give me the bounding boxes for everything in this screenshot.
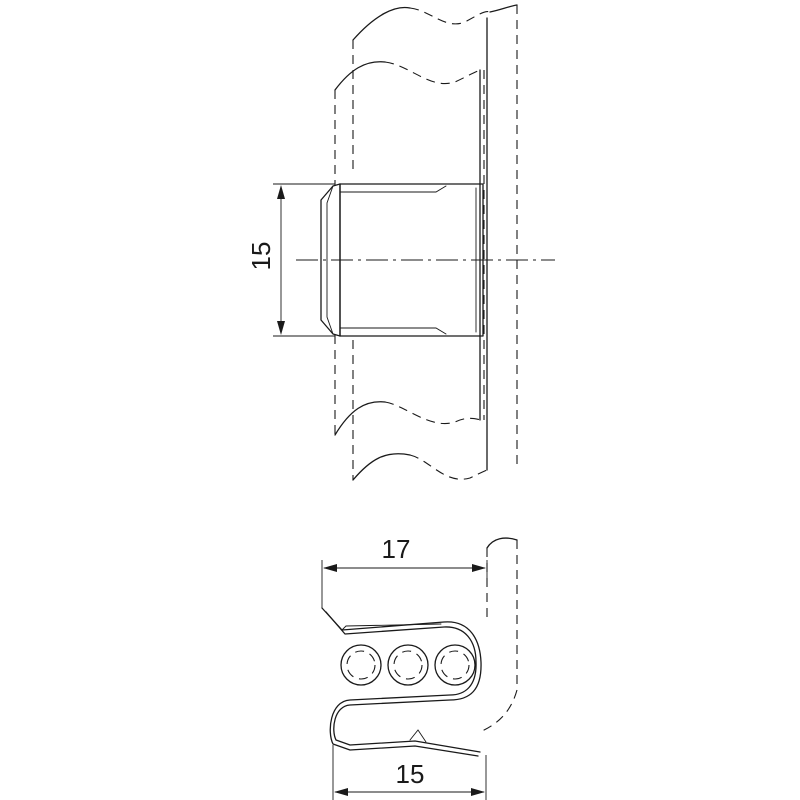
- wire-hole-3: [434, 644, 476, 686]
- dimension-label-bottom: 15: [396, 759, 425, 789]
- front-rail: [334, 61, 485, 436]
- side-rail: [479, 537, 518, 733]
- dimension-label-height: 15: [246, 242, 276, 271]
- dimension-height: 15: [246, 183, 335, 337]
- side-view: 17 15: [321, 534, 518, 800]
- clip-profile: [321, 607, 482, 757]
- wire-hole-1: [340, 644, 382, 686]
- front-view: 15: [246, 4, 555, 481]
- back-rail: [352, 4, 518, 481]
- dimension-width-bottom: 15: [332, 745, 487, 800]
- dimension-label-top: 17: [382, 534, 411, 564]
- dimension-width-top: 17: [321, 534, 488, 608]
- wire-hole-2: [387, 644, 429, 686]
